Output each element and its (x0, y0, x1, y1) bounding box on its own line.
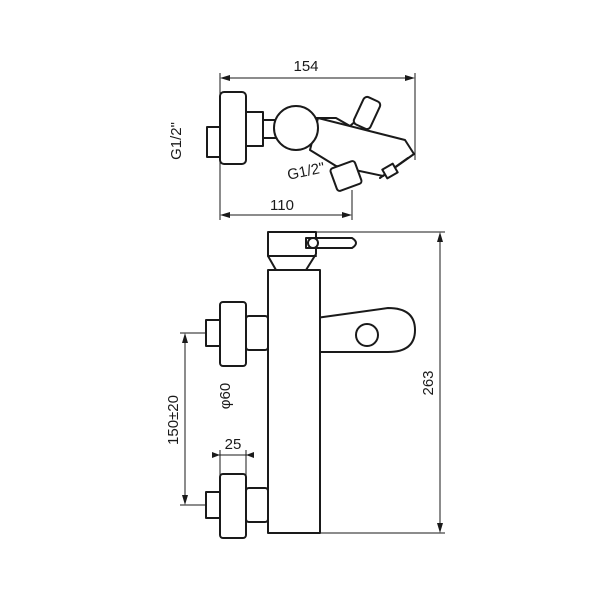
label-overall-height: 263 (420, 370, 437, 395)
top-spout-aerator (381, 162, 399, 180)
arrow-up (437, 232, 443, 242)
arrow-left (220, 75, 230, 81)
label-overall-width: 154 (293, 58, 318, 75)
top-view: 154 110 G1/2" G1/2" (168, 58, 416, 220)
top-lever-knob (352, 95, 382, 131)
top-diverter-outlet (329, 160, 363, 192)
front-lower-escutcheon (245, 487, 269, 523)
arrow-right (212, 452, 220, 458)
arrow-right (405, 75, 415, 81)
arrow-left (246, 452, 254, 458)
front-lever-pivot (307, 237, 319, 249)
front-lever (305, 237, 357, 249)
label-inlet-thread: G1/2" (168, 122, 185, 160)
front-lower-nut (219, 473, 247, 539)
top-eccentric-nut (219, 91, 247, 165)
label-connection-length: 25 (225, 436, 242, 453)
front-main-body (267, 269, 321, 534)
arrow-right (342, 212, 352, 218)
front-upper-nut (219, 301, 247, 367)
arrow-down (182, 495, 188, 505)
arrow-left (220, 212, 230, 218)
front-diverter-knob (355, 323, 379, 347)
front-view: 263 150±20 φ60 25 (165, 231, 445, 539)
arrow-down (437, 523, 443, 533)
label-centers-distance: 150±20 (165, 395, 182, 445)
label-spout-projection: 110 (270, 197, 294, 214)
top-escutcheon (245, 111, 264, 147)
label-outlet-thread: G1/2" (286, 159, 327, 183)
top-cartridge-body (273, 105, 319, 151)
label-eccentric-diameter: φ60 (217, 383, 234, 409)
arrow-up (182, 333, 188, 343)
front-upper-escutcheon (245, 315, 269, 351)
